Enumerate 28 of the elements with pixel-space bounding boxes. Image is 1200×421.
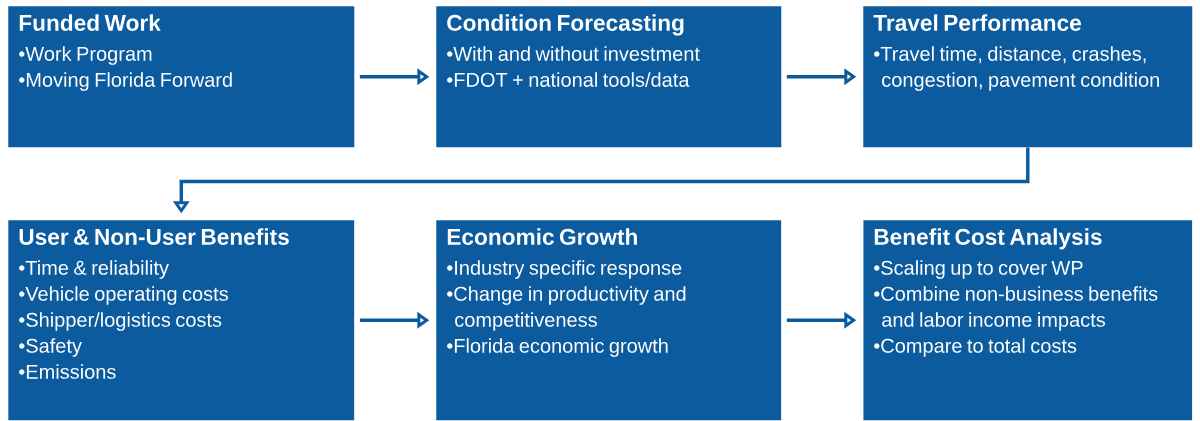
bullet-item: •Industry specific response <box>447 260 682 279</box>
bullet-item: •Time & reliability <box>19 260 169 279</box>
bullet-item: •Florida economic growth <box>447 338 668 357</box>
bullet-item: •Compare to total costs <box>874 338 1077 357</box>
box-heading: Economic Growth <box>447 228 637 245</box>
process-box <box>863 220 1193 421</box>
box-heading: User & Non-User Benefits <box>19 228 289 245</box>
bullet-item: •FDOT + national tools/data <box>447 72 690 87</box>
bullet-item: •Emissions <box>19 364 116 379</box>
process-box <box>8 220 355 421</box>
bullet-item: •Change in productivity and competitiveness <box>447 286 686 331</box>
process-box <box>863 6 1193 148</box>
process-box <box>8 6 355 148</box>
process-box <box>436 6 782 148</box>
box-heading: Funded Work <box>19 14 161 31</box>
bullet-item: •With and without investment <box>447 46 700 61</box>
box-heading: Benefit Cost Analysis <box>874 228 1102 250</box>
box-heading: Travel Performance <box>873 14 1081 31</box>
bullet-item: •Vehicle operating costs <box>19 286 228 305</box>
bullet-item: •Shipper/logistics costs <box>19 312 222 331</box>
bullet-item: •Work Program <box>19 46 152 65</box>
bullet-item: •Scaling up to cover WP <box>874 260 1083 279</box>
process-box <box>436 220 782 421</box>
bullet-item: •Travel time, distance, crashes, congestion, pavement condition <box>874 46 1159 91</box>
bullet-item: •Moving Florida Forward <box>19 72 232 91</box>
bullet-item: •Combine non-business benefits and labor income impacts <box>874 286 1158 331</box>
box-heading: Condition Forecasting <box>447 14 684 36</box>
bullet-item: •Safety <box>19 338 82 357</box>
